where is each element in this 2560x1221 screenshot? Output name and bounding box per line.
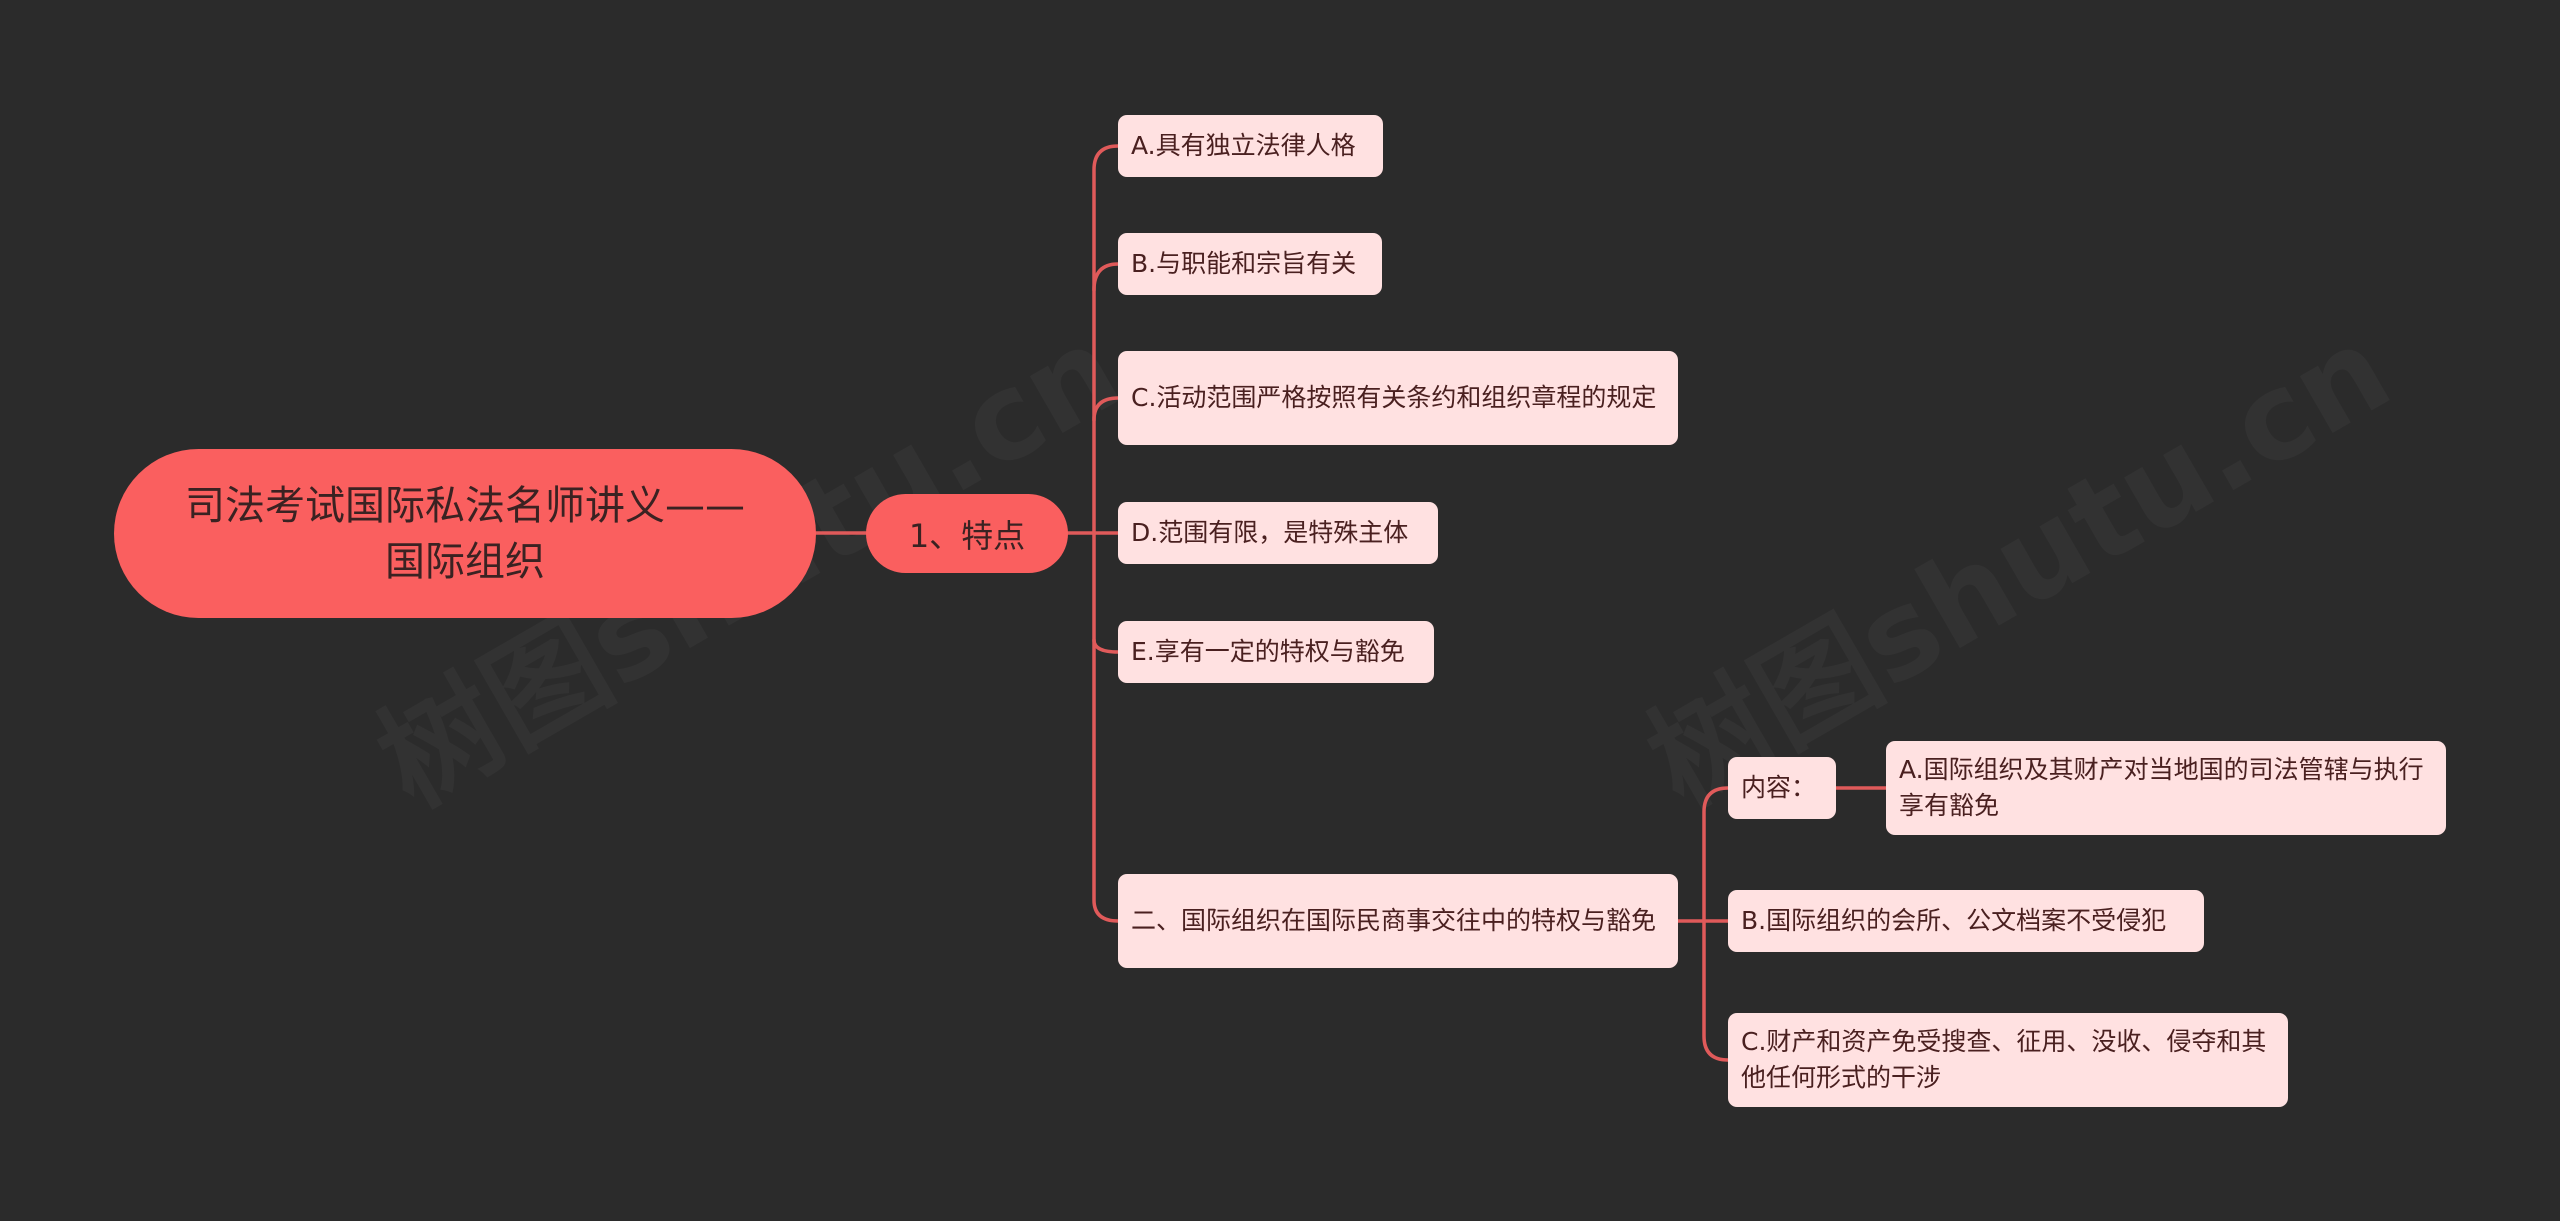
leaf-label: C.财产和资产免受搜查、征用、没收、侵夺和其他任何形式的干涉 xyxy=(1741,1027,2267,1092)
leaf-label: B.国际组织的会所、公文档案不受侵犯 xyxy=(1741,906,2167,935)
leaf-node-b[interactable]: B.与职能和宗旨有关 xyxy=(1118,233,1382,295)
sub-node-c[interactable]: C.财产和资产免受搜查、征用、没收、侵夺和其他任何形式的干涉 xyxy=(1728,1013,2288,1107)
link-branch-f xyxy=(1092,531,1120,923)
leaf-node-d[interactable]: D.范围有限，是特殊主体 xyxy=(1118,502,1438,564)
leaf-label: 内容： xyxy=(1741,773,1817,802)
leaf-label: 二、国际组织在国际民商事交往中的特权与豁免 xyxy=(1131,906,1657,935)
leaf-node-c[interactable]: C.活动范围严格按照有关条约和组织章程的规定 xyxy=(1118,351,1678,445)
root-label: 司法考试国际私法名师讲义——国际组织 xyxy=(185,482,745,585)
leaf-label: A.具有独立法律人格 xyxy=(1131,131,1356,160)
sub-node-content-detail[interactable]: A.国际组织及其财产对当地国的司法管辖与执行享有豁免 xyxy=(1886,741,2446,835)
leaf-label: C.活动范围严格按照有关条约和组织章程的规定 xyxy=(1131,383,1657,412)
leaf-node-e[interactable]: E.享有一定的特权与豁免 xyxy=(1118,621,1434,683)
link-branch-a xyxy=(1066,144,1120,535)
leaf-node-privileges[interactable]: 二、国际组织在国际民商事交往中的特权与豁免 xyxy=(1118,874,1678,968)
leaf-node-a[interactable]: A.具有独立法律人格 xyxy=(1118,115,1383,177)
link-branch-e xyxy=(1092,638,1120,654)
sub-node-b[interactable]: B.国际组织的会所、公文档案不受侵犯 xyxy=(1728,890,2204,952)
leaf-label: D.范围有限，是特殊主体 xyxy=(1131,518,1409,547)
sub-node-content[interactable]: 内容： xyxy=(1728,757,1836,819)
leaf-label: E.享有一定的特权与豁免 xyxy=(1131,637,1405,666)
root-node[interactable]: 司法考试国际私法名师讲义——国际组织 xyxy=(114,449,816,618)
leaf-label: B.与职能和宗旨有关 xyxy=(1131,249,1357,278)
link-sub-c xyxy=(1702,919,1730,1062)
link-branch-c xyxy=(1092,396,1120,422)
leaf-label: A.国际组织及其财产对当地国的司法管辖与执行享有豁免 xyxy=(1899,755,2424,820)
link-branch-b xyxy=(1092,262,1120,292)
link-sub-content xyxy=(1702,786,1730,923)
branch-label: 1、特点 xyxy=(908,516,1026,555)
branch-node-features[interactable]: 1、特点 xyxy=(866,494,1068,573)
